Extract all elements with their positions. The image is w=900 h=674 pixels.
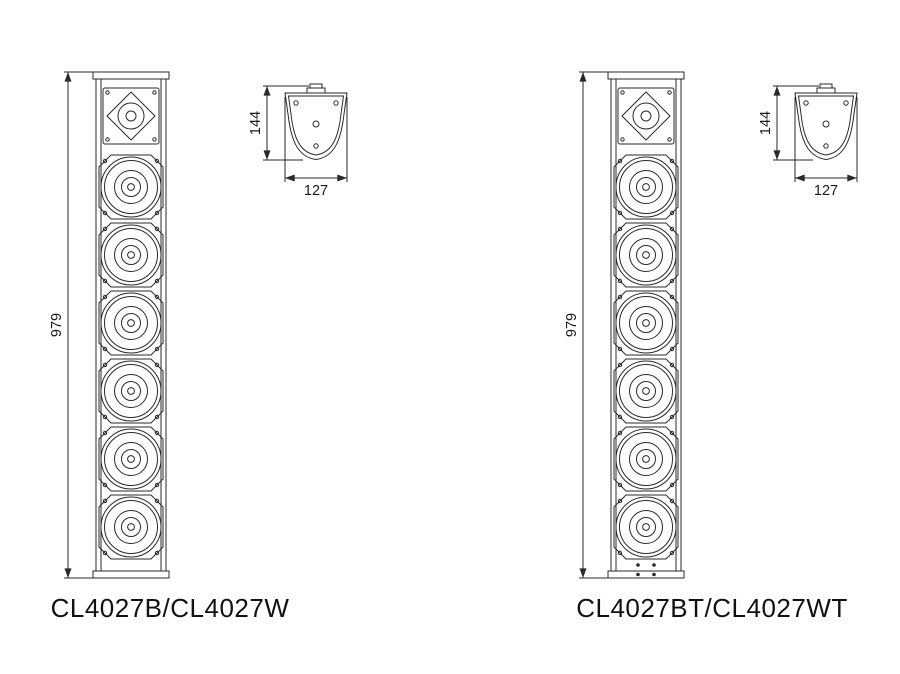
width-dimension-right bbox=[794, 97, 858, 182]
width-dim-label-right: 127 bbox=[814, 183, 838, 199]
depth-dimension-right bbox=[773, 85, 819, 161]
height-dim-label-right: 979 bbox=[564, 313, 580, 337]
depth-dimension-left bbox=[263, 85, 309, 161]
front-view-right bbox=[608, 72, 684, 578]
front-view-left bbox=[93, 72, 169, 578]
depth-dim-label-left: 144 bbox=[248, 111, 264, 135]
mount-holes-right bbox=[636, 563, 656, 577]
height-dimension-left bbox=[64, 71, 95, 579]
height-dimension-right bbox=[579, 71, 610, 579]
product-label-left: CL4027B/CL4027W bbox=[51, 593, 290, 623]
width-dimension-left bbox=[284, 97, 348, 182]
diagram-right: 979 144 127 CL4027BT/CL4027WT bbox=[564, 71, 858, 623]
top-view-right bbox=[794, 83, 858, 160]
top-view-left bbox=[284, 83, 348, 160]
depth-dim-label-right: 144 bbox=[758, 111, 774, 135]
product-label-right: CL4027BT/CL4027WT bbox=[576, 593, 848, 623]
diagram-left: 979 144 127 CL4027B/CL4027W bbox=[49, 71, 348, 623]
width-dim-label-left: 127 bbox=[304, 183, 328, 199]
height-dim-label-left: 979 bbox=[49, 313, 65, 337]
